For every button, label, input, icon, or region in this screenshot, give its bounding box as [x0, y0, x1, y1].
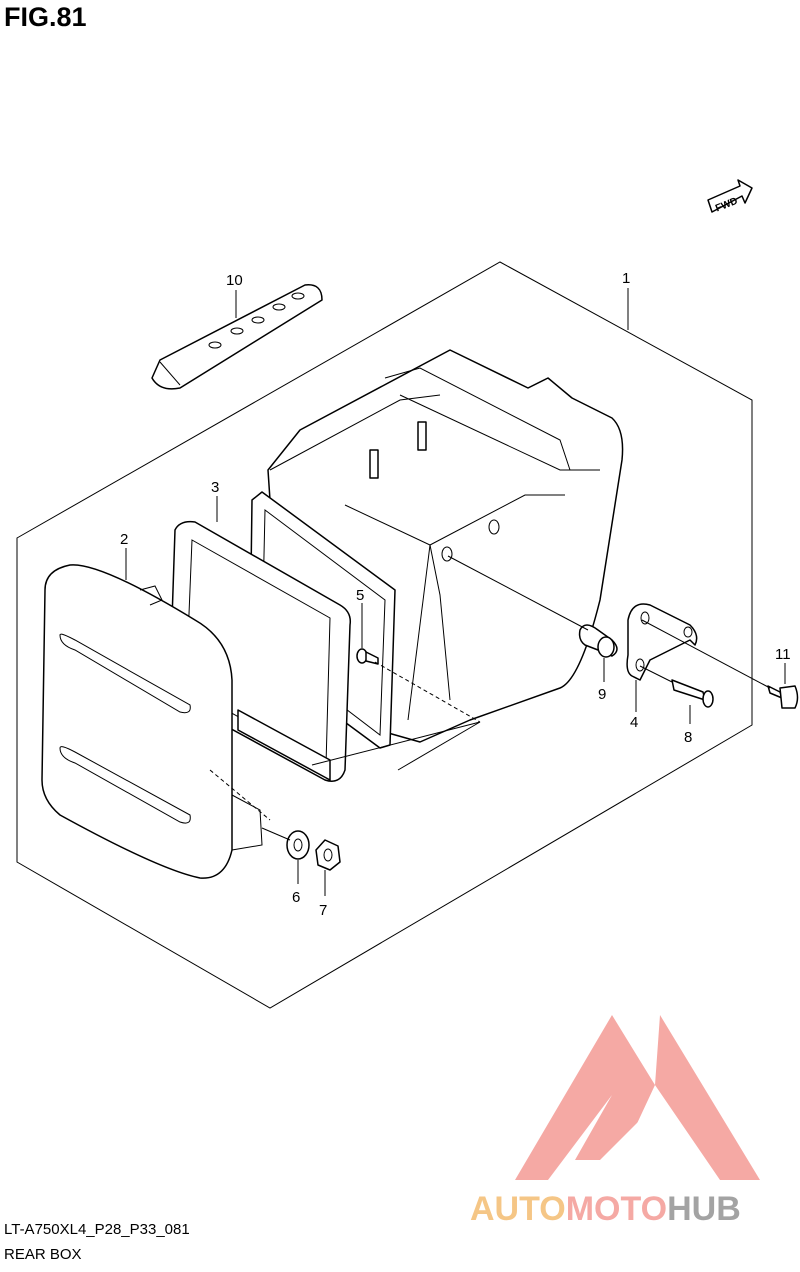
callout-5: 5 [356, 587, 364, 604]
part-lens [41, 564, 263, 879]
part-grommet [578, 624, 618, 658]
callout-8: 8 [684, 729, 692, 746]
callout-6: 6 [292, 889, 300, 906]
watermark-text: AUTOMOTOHUB [470, 1190, 741, 1228]
part-nut [315, 839, 341, 871]
figure-caption: REAR BOX [4, 1246, 82, 1263]
watermark-logo: AUTOMOTOHUB [470, 1015, 760, 1228]
assembly-guide-lines [209, 555, 771, 841]
callout-10: 10 [226, 272, 243, 289]
part-washer [286, 830, 310, 860]
callout-9: 9 [598, 686, 606, 703]
part-bolt-8 [671, 679, 714, 708]
callout-7: 7 [319, 902, 327, 919]
fwd-arrow-icon: FWD [707, 179, 753, 214]
part-bracket [626, 603, 698, 681]
figure-title: FIG.81 [4, 2, 87, 32]
assembly-outline [16, 261, 753, 1009]
callouts: 1 2 3 4 5 6 7 8 9 10 11 [120, 270, 791, 919]
part-bolt-11 [767, 685, 799, 709]
callout-2: 2 [120, 531, 128, 548]
watermark-triangle [515, 1015, 760, 1180]
callout-4: 4 [630, 714, 638, 731]
part-strap [151, 284, 323, 390]
part-screw-5 [356, 648, 379, 665]
callout-3: 3 [211, 479, 219, 496]
model-code: LT-A750XL4_P28_P33_081 [4, 1221, 190, 1238]
callout-1: 1 [622, 270, 630, 287]
callout-11: 11 [775, 646, 791, 663]
